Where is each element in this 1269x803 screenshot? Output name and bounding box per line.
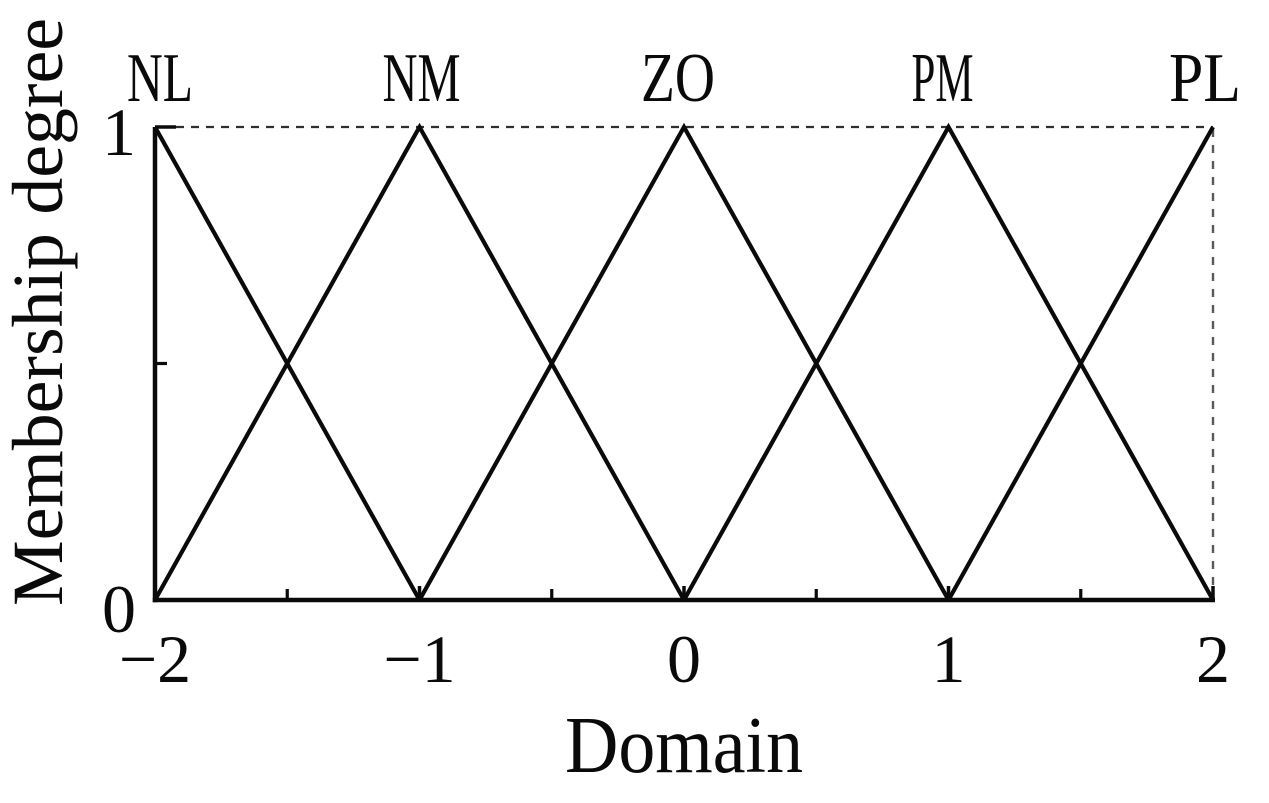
series-ZO-label: ZO — [641, 40, 715, 117]
series-PL-line — [946, 125, 1215, 602]
x-tick-label-2: 0 — [667, 621, 701, 697]
y-axis-title: Membership degree — [0, 18, 78, 606]
series-ZO-line — [417, 122, 951, 602]
x-tick-label-1: −1 — [383, 621, 455, 697]
series-PM-line — [682, 122, 1215, 602]
y-tick-label-0: 1 — [102, 94, 136, 170]
series-NM-line — [153, 122, 686, 602]
series-PM-label: PM — [912, 40, 974, 117]
x-tick-label-4: 2 — [1196, 621, 1230, 697]
x-axis-title: Domain — [565, 702, 803, 790]
series-PL-label: PL — [1169, 40, 1241, 117]
series-NL-label: NL — [127, 40, 193, 117]
x-tick-label-0: −2 — [119, 621, 191, 697]
x-tick-label-3: 1 — [932, 621, 966, 697]
y-tick-label-1: 0 — [102, 571, 136, 647]
series-NM-label: NM — [383, 40, 461, 117]
